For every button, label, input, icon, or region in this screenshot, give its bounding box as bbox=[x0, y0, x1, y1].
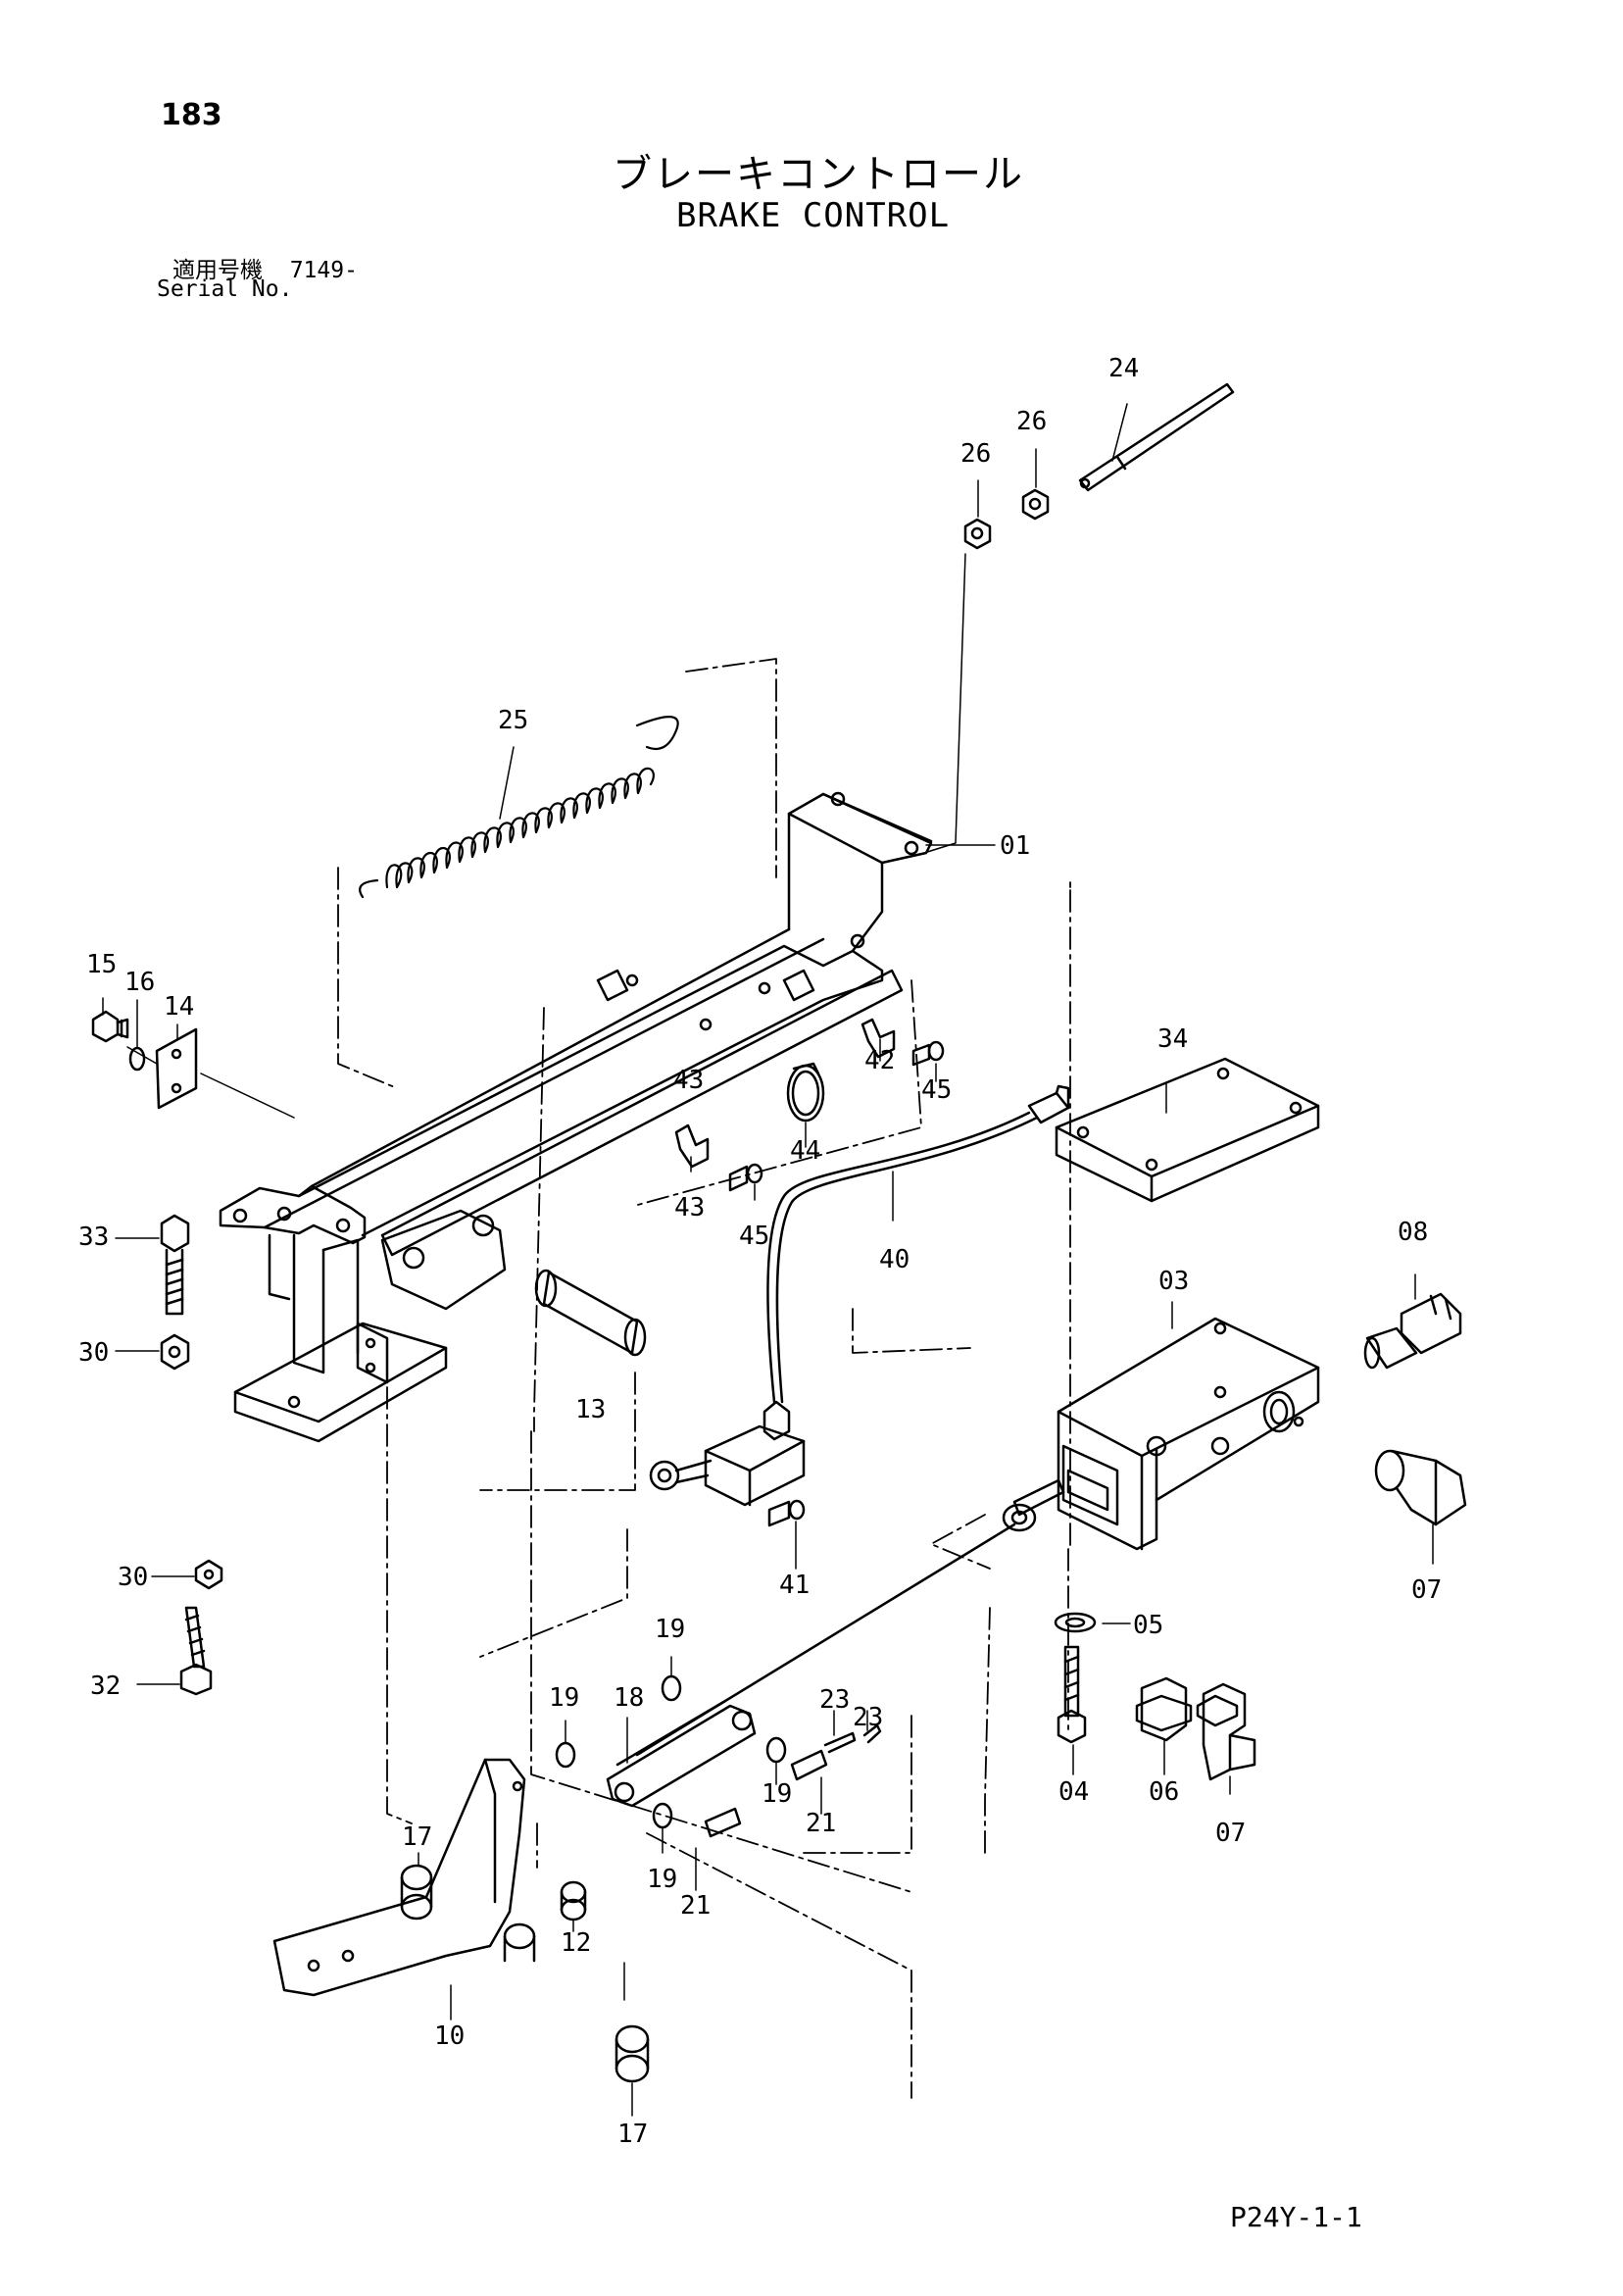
nut-part-30 bbox=[160, 1333, 223, 1590]
callout-07: 07 bbox=[1215, 1819, 1246, 1848]
switch-part-41 bbox=[649, 1400, 806, 1527]
callout-30: 30 bbox=[118, 1563, 148, 1592]
callout-45: 45 bbox=[921, 1075, 952, 1105]
washer-part-16 bbox=[128, 1046, 146, 1072]
lever-part-10 bbox=[272, 1758, 526, 1997]
callout-19: 19 bbox=[647, 1865, 677, 1894]
cotter-pin-part-23 bbox=[823, 1723, 882, 1754]
footer-code: P24Y-1-1 bbox=[1230, 2201, 1362, 2233]
callout-21: 21 bbox=[680, 1891, 711, 1921]
callout-33: 33 bbox=[78, 1223, 109, 1252]
callout-44: 44 bbox=[790, 1136, 820, 1166]
sensor-part-08 bbox=[1363, 1292, 1462, 1370]
callout-24: 24 bbox=[1108, 354, 1139, 383]
callout-07: 07 bbox=[1411, 1575, 1442, 1605]
callout-23: 23 bbox=[853, 1703, 883, 1732]
elbow-part-07 bbox=[1196, 1449, 1467, 1781]
bracket-part-01 bbox=[219, 791, 933, 1443]
linkage-rod bbox=[635, 1478, 1065, 1757]
callout-25: 25 bbox=[498, 706, 528, 735]
pin-part-13 bbox=[534, 1269, 647, 1357]
callout-30: 30 bbox=[78, 1338, 109, 1368]
callout-13: 13 bbox=[575, 1395, 606, 1424]
callout-01: 01 bbox=[1000, 831, 1030, 861]
assembly-lines bbox=[337, 658, 1071, 2099]
callout-15: 15 bbox=[86, 950, 117, 979]
callout-23: 23 bbox=[819, 1685, 850, 1715]
serial-label-english: Serial No. bbox=[157, 276, 293, 302]
callout-32: 32 bbox=[90, 1672, 121, 1701]
bushing-part-12 bbox=[560, 1880, 587, 1922]
callout-34: 34 bbox=[1157, 1024, 1188, 1054]
serial-line-japanese: 適用号機 7149- bbox=[172, 251, 358, 284]
plate-part-14 bbox=[155, 1027, 198, 1110]
callout-labels: 24 26 26 25 01 15 16 14 34 42 45 43 44 4… bbox=[78, 354, 1442, 2149]
bolt-part-15 bbox=[91, 1010, 129, 1043]
callout-06: 06 bbox=[1149, 1777, 1179, 1807]
title-english: BRAKE CONTROL bbox=[676, 196, 951, 235]
callout-43: 43 bbox=[673, 1066, 704, 1095]
valve-part-03 bbox=[1057, 1317, 1320, 1551]
cable-part-40 bbox=[766, 1084, 1070, 1404]
bushing-part-17 bbox=[400, 1864, 650, 2083]
callout-17: 17 bbox=[617, 2120, 648, 2149]
bushing-part-19 bbox=[555, 1674, 787, 1829]
callout-17: 17 bbox=[402, 1822, 432, 1852]
callout-40: 40 bbox=[879, 1245, 910, 1274]
screw-part-45 bbox=[728, 1040, 945, 1192]
callout-18: 18 bbox=[614, 1683, 644, 1713]
bolt-part-32 bbox=[179, 1606, 213, 1696]
callout-21: 21 bbox=[806, 1809, 836, 1838]
cover-part-34 bbox=[1055, 1057, 1320, 1203]
callout-05: 05 bbox=[1133, 1611, 1163, 1640]
washer-part-05 bbox=[1054, 1612, 1097, 1633]
spring-part-25 bbox=[359, 716, 679, 899]
callout-19: 19 bbox=[762, 1779, 792, 1809]
callout-42: 42 bbox=[864, 1046, 895, 1075]
callout-26: 26 bbox=[1016, 407, 1047, 436]
callout-43: 43 bbox=[674, 1193, 705, 1223]
title-japanese: ブレーキコントロール bbox=[613, 152, 1024, 197]
bolt-part-33 bbox=[160, 1214, 190, 1316]
rod-part-24 bbox=[1078, 382, 1235, 492]
callout-19: 19 bbox=[655, 1615, 685, 1644]
leader-lines bbox=[102, 403, 1434, 2117]
link-part-18 bbox=[606, 1699, 757, 1808]
callout-12: 12 bbox=[561, 1928, 591, 1958]
clip-part-42 bbox=[861, 1018, 896, 1059]
page-number: 183 bbox=[161, 98, 222, 132]
callout-19: 19 bbox=[549, 1683, 579, 1713]
callout-26: 26 bbox=[960, 439, 991, 469]
clip-part-43 bbox=[674, 1123, 710, 1169]
callout-08: 08 bbox=[1398, 1218, 1428, 1247]
serial-value: 7149- bbox=[289, 258, 358, 283]
callout-41: 41 bbox=[779, 1571, 810, 1600]
callout-10: 10 bbox=[434, 2021, 465, 2051]
nut-part-26 bbox=[963, 488, 1050, 550]
pin-part-21 bbox=[704, 1749, 828, 1838]
callout-04: 04 bbox=[1058, 1777, 1089, 1807]
fitting-part-06 bbox=[1135, 1676, 1193, 1742]
callout-14: 14 bbox=[164, 992, 194, 1022]
clamp-part-44 bbox=[786, 1062, 825, 1123]
bolt-part-04 bbox=[1057, 1645, 1087, 1744]
callout-45: 45 bbox=[739, 1222, 769, 1251]
serial-label-japanese: 適用号機 bbox=[172, 258, 263, 283]
callout-03: 03 bbox=[1158, 1267, 1189, 1296]
callout-16: 16 bbox=[124, 968, 155, 997]
